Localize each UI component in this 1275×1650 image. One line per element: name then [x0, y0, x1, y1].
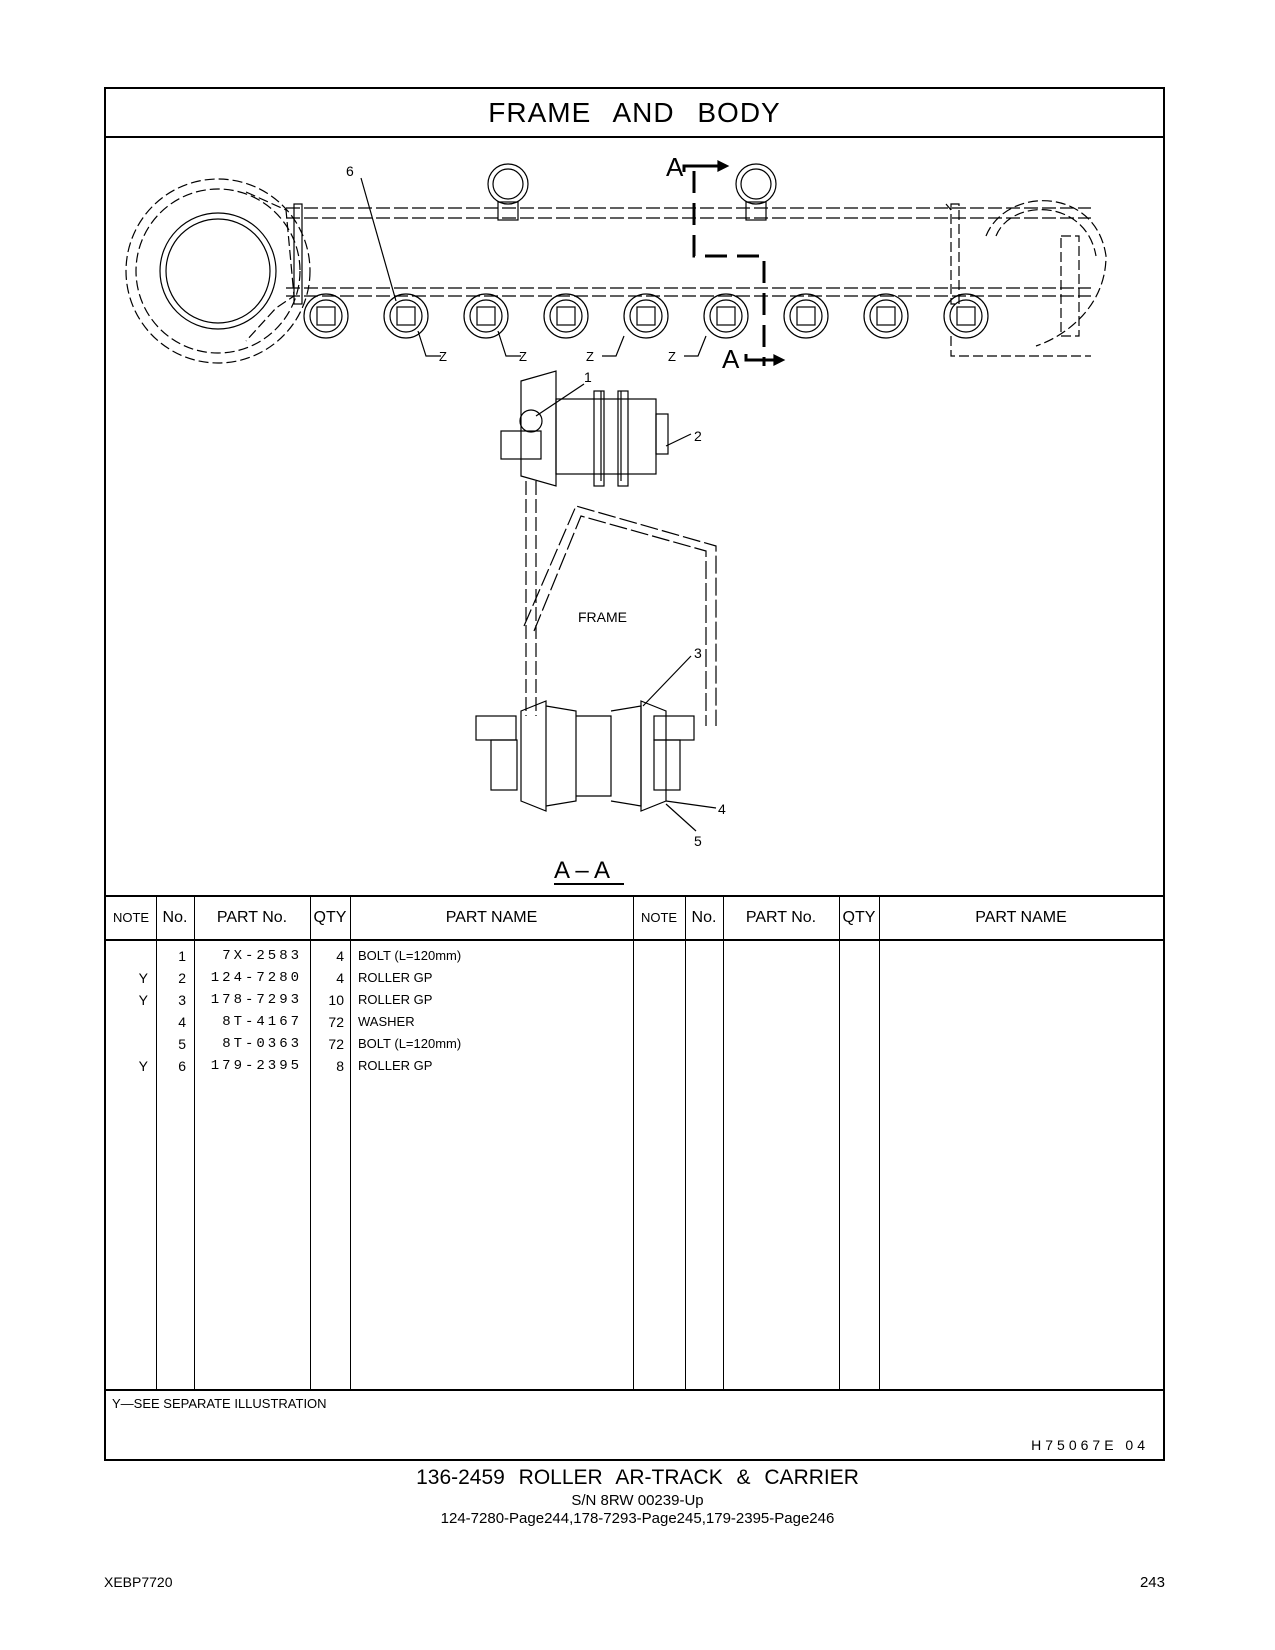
row-part-no: 8T-0363: [222, 1036, 302, 1052]
page-title: FRAME AND BODY: [106, 89, 1163, 138]
row-part-no: 124-7280: [210, 970, 302, 986]
column-rule: [879, 895, 880, 1389]
column-rule: [723, 895, 724, 1389]
header-part-name-left: PART NAME: [445, 909, 538, 926]
caption-serial: S/N 8RW 00239-Up: [571, 1492, 704, 1509]
row-part-no: 179-2395: [210, 1058, 302, 1074]
row-note: Y: [138, 992, 148, 1008]
row-no: 1: [178, 948, 186, 964]
row-part-name: ROLLER GP: [358, 1058, 433, 1073]
row-no: 3: [178, 992, 186, 1008]
page-number: 243: [1139, 1574, 1165, 1591]
caption-page-refs: 124-7280-Page244,178-7293-Page245,179-23…: [440, 1510, 835, 1527]
parts-table-header: NOTE No. PART No. QTY PART NAME NOTE No.…: [106, 895, 1163, 941]
callout-4: 4: [718, 801, 726, 817]
header-qty-right: QTY: [842, 909, 876, 926]
row-qty: 72: [328, 1014, 344, 1030]
row-note: [106, 1011, 148, 1033]
footnote-section: Y—SEE SEPARATE ILLUSTRATION H75067E 04: [106, 1389, 1163, 1463]
frame-label: FRAME: [578, 609, 627, 625]
row-part-name: ROLLER GP: [358, 992, 433, 1007]
document-id: XEBP7720: [104, 1574, 173, 1590]
row-part-name: WASHER: [358, 1014, 415, 1029]
header-part-name-right: PART NAME: [975, 909, 1067, 926]
column-rule: [350, 895, 351, 1389]
row-no: 6: [178, 1058, 186, 1074]
row-note: [106, 1033, 148, 1055]
column-rule: [633, 895, 634, 1389]
row-no: 5: [178, 1036, 186, 1052]
row-qty: 10: [328, 992, 344, 1008]
row-qty: 4: [336, 948, 344, 964]
column-rule: [839, 895, 840, 1389]
callout-1: 1: [584, 369, 592, 385]
footnote: Y—SEE SEPARATE ILLUSTRATION: [112, 1396, 327, 1411]
row-qty: 4: [336, 970, 344, 986]
header-note-left: NOTE: [112, 910, 150, 925]
header-note-right: NOTE: [640, 910, 678, 925]
column-rule: [194, 895, 195, 1389]
header-part-no-right: PART No.: [745, 909, 817, 926]
header-qty-left: QTY: [313, 909, 347, 926]
row-no: 4: [178, 1014, 186, 1030]
callout-5: 5: [694, 833, 702, 849]
row-qty: 72: [328, 1036, 344, 1052]
header-no-right: No.: [691, 909, 717, 926]
row-part-name: BOLT (L=120mm): [358, 1036, 462, 1051]
caption-title: 136-2459 ROLLER AR-TRACK & CARRIER: [416, 1466, 859, 1489]
callout-2: 2: [694, 428, 702, 444]
z-label-2: Z: [519, 349, 527, 364]
header-no-left: No.: [162, 909, 188, 926]
row-note: Y: [138, 970, 148, 986]
row-note: Y: [138, 1058, 148, 1074]
row-part-name: ROLLER GP: [358, 970, 433, 985]
callout-6: 6: [346, 163, 354, 179]
row-no: 2: [178, 970, 186, 986]
drawing-number: H75067E 04: [1031, 1437, 1149, 1453]
column-rule: [685, 895, 686, 1389]
row-note: [106, 945, 148, 967]
exploded-view-drawing: 6 Z Z Z Z A A 1 2 FRAME 3 4 5 A – A: [125, 152, 1107, 885]
row-part-no: 178-7293: [210, 992, 302, 1008]
section-marker-top: A: [666, 152, 684, 182]
z-label-4: Z: [668, 349, 676, 364]
z-label-3: Z: [586, 349, 594, 364]
section-marker-bottom: A: [722, 344, 740, 374]
section-label: A – A: [554, 857, 610, 884]
header-part-no-left: PART No.: [216, 909, 288, 926]
row-qty: 8: [336, 1058, 344, 1074]
z-label-1: Z: [439, 349, 447, 364]
column-rule: [156, 895, 157, 1389]
row-part-no: 8T-4167: [222, 1014, 302, 1030]
column-rule: [310, 895, 311, 1389]
row-part-name: BOLT (L=120mm): [358, 948, 462, 963]
row-part-no: 7X-2583: [222, 948, 302, 964]
parts-illustration: 6 Z Z Z Z A A 1 2 FRAME 3 4 5 A – A: [106, 136, 1163, 896]
parts-page-frame: FRAME AND BODY: [104, 87, 1165, 1461]
callout-3: 3: [694, 645, 702, 661]
